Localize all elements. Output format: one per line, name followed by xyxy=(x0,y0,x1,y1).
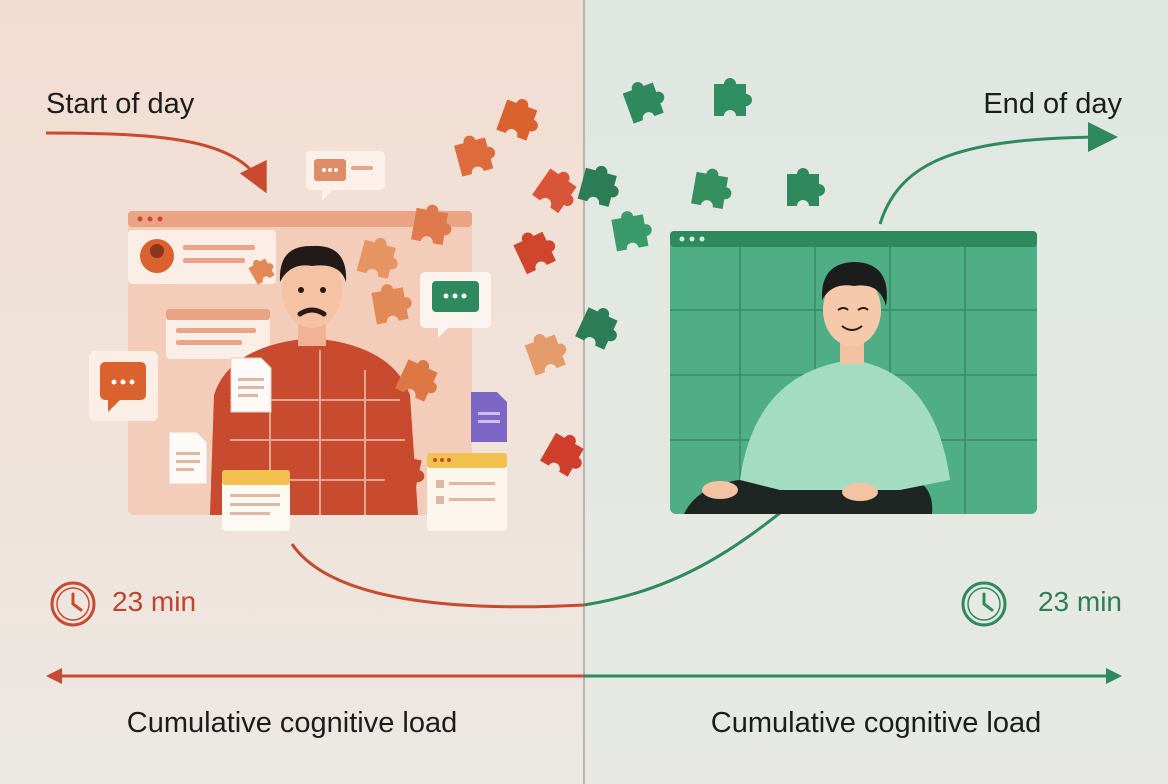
document-icon xyxy=(471,392,507,442)
clock-icon xyxy=(50,581,96,627)
timer-right-value: 23 min xyxy=(1037,586,1122,617)
message-card xyxy=(166,309,270,359)
start-arrow xyxy=(45,131,267,194)
chat-bubble-icon xyxy=(306,151,385,201)
transition-curve-left xyxy=(290,543,585,609)
center-divider xyxy=(583,0,585,784)
avatar-icon xyxy=(128,230,276,284)
chat-bubble-icon xyxy=(420,272,491,338)
clock-icon xyxy=(961,581,1007,627)
chat-bubble-icon xyxy=(89,351,158,421)
timer-left-value: 23 min xyxy=(112,586,197,617)
end-arrow xyxy=(878,122,1118,225)
document-icon xyxy=(230,357,272,413)
document-icon xyxy=(168,431,208,485)
end-of-day-label: End of day xyxy=(983,88,1122,120)
browser-window-icon xyxy=(427,453,507,531)
notes-card xyxy=(222,470,290,531)
calm-person xyxy=(684,262,950,514)
transition-curve-right xyxy=(583,503,791,607)
cognitive-load-caption-right: Cumulative cognitive load xyxy=(710,707,1042,739)
cognitive-load-caption-left: Cumulative cognitive load xyxy=(126,707,458,739)
start-of-day-label: Start of day xyxy=(46,88,195,120)
